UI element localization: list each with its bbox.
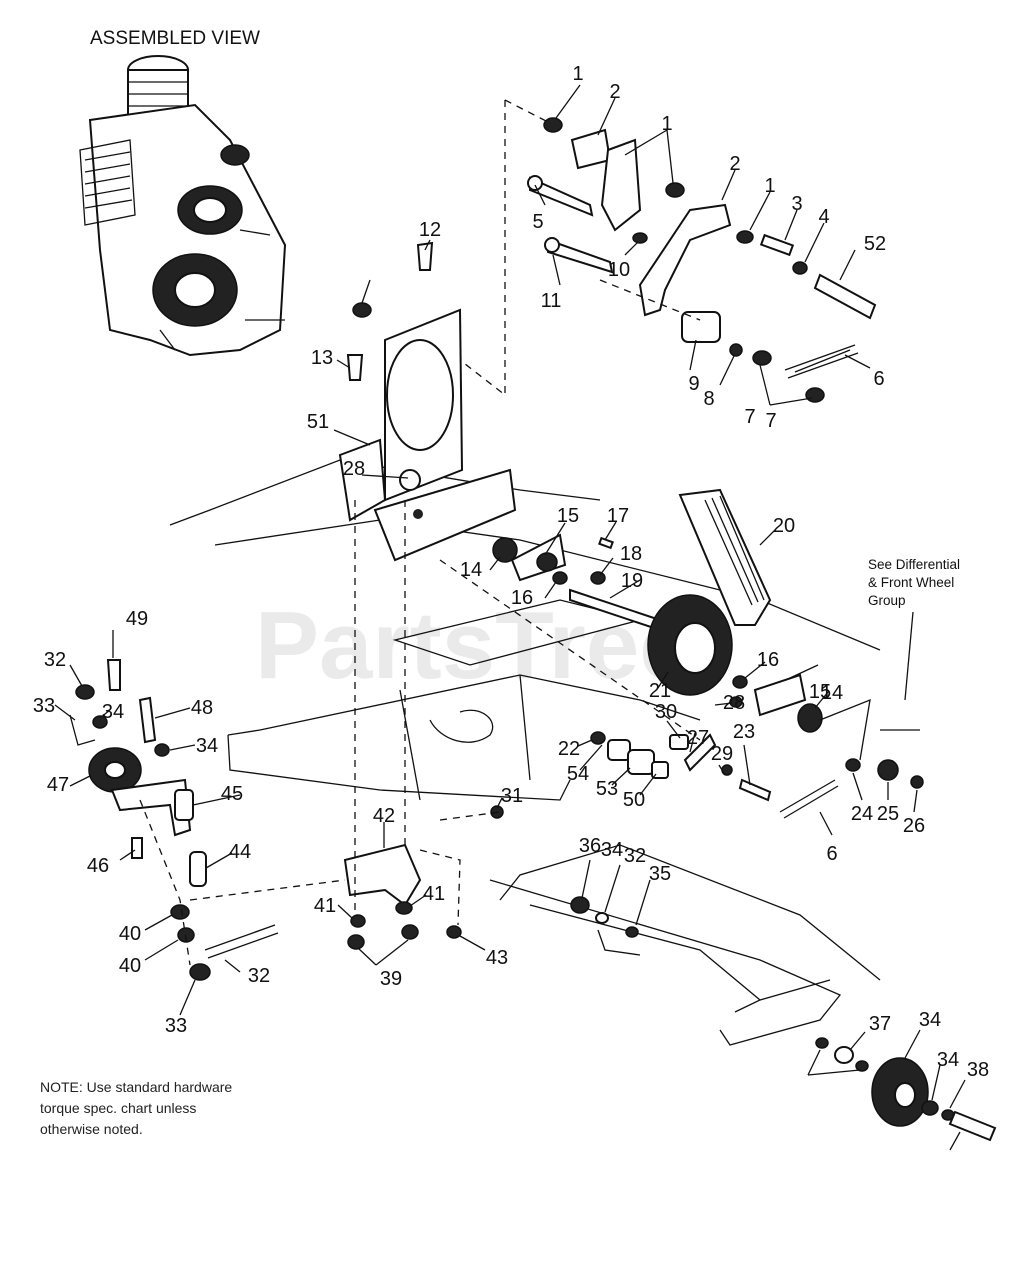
callout-label: 16 [757, 649, 779, 671]
callout-label: 50 [623, 789, 645, 811]
callout-label: 43 [486, 947, 508, 969]
callout-label: 40 [119, 923, 141, 945]
callout-label: 42 [373, 805, 395, 827]
callout-label: 20 [773, 515, 795, 537]
callout-label: 34 [937, 1049, 959, 1071]
callout-label: 14 [460, 559, 482, 581]
chassis-frame [169, 459, 881, 1046]
callout-label: 37 [869, 1013, 891, 1035]
callout-label: 32 [44, 649, 66, 671]
callout-label: 15 [809, 681, 831, 703]
callout-label: 16 [511, 587, 533, 609]
callout-label: 51 [307, 411, 329, 433]
callout-label: 23 [733, 721, 755, 743]
callout-label: 31 [501, 785, 523, 807]
callout-label: 12 [419, 219, 441, 241]
callout-label: 30 [655, 701, 677, 723]
alignment-lines [139, 99, 701, 966]
assembled-engine-illustration [79, 55, 287, 357]
note-line: otherwise noted. [40, 1121, 143, 1137]
note-line: torque spec. chart unless [40, 1100, 197, 1116]
callout-label: 47 [47, 774, 69, 796]
callout-label: 44 [229, 841, 251, 863]
callout-label: 14 [821, 682, 843, 704]
callout-label: 32 [248, 965, 270, 987]
torque-note: NOTE: Use standard hardware torque spec.… [40, 1077, 280, 1140]
callout-label: 7 [765, 410, 776, 432]
callout-label: 33 [33, 695, 55, 717]
callout-label: 7 [744, 406, 755, 428]
callout-label: 25 [877, 803, 899, 825]
assembled-view-title: ASSEMBLED VIEW [90, 28, 260, 49]
callout-label: 18 [620, 543, 642, 565]
callout-label: 27 [687, 727, 709, 749]
callout-label: 35 [649, 863, 671, 885]
callout-label: 34 [919, 1009, 941, 1031]
callout-label: 5 [532, 211, 543, 233]
callout-label: 9 [688, 373, 699, 395]
idler-arm-assembly [527, 117, 877, 403]
callout-label: 34 [601, 839, 623, 861]
callout-label: 41 [314, 895, 336, 917]
lower-idler-pulley [570, 896, 997, 1142]
callout-label: 15 [557, 505, 579, 527]
callout-label: 8 [703, 388, 714, 410]
callout-label: 1 [764, 175, 775, 197]
reference-line: See Differential [868, 557, 961, 572]
callout-label: 49 [126, 608, 148, 630]
callout-label: 46 [87, 855, 109, 877]
bracket-42 [343, 843, 462, 950]
callout-label: 6 [826, 843, 837, 865]
callout-label: 45 [221, 783, 243, 805]
callout-label: 6 [873, 368, 884, 390]
callout-label: 52 [864, 233, 886, 255]
reference-line: & Front Wheel [868, 575, 955, 590]
callout-label: 39 [380, 968, 402, 990]
callout-label: 41 [423, 883, 445, 905]
callout-label: 10 [608, 259, 630, 281]
drive-pulley-group [346, 241, 924, 819]
callout-label: 13 [311, 347, 333, 369]
callout-label: 11 [541, 290, 562, 312]
callout-label: 29 [711, 743, 733, 765]
callout-label: 2 [729, 153, 740, 175]
callout-label: 28 [723, 692, 745, 714]
callout-label: 53 [596, 778, 618, 800]
callout-label: 36 [579, 835, 601, 857]
callout-label: 48 [191, 697, 213, 719]
callout-label: 1 [661, 113, 672, 135]
callout-label: 38 [967, 1059, 989, 1081]
callout-label: 33 [165, 1015, 187, 1037]
left-idler-group [69, 659, 279, 981]
callout-label: 4 [818, 206, 829, 228]
callout-label: 3 [791, 193, 802, 215]
callout-label: 17 [607, 505, 629, 527]
callout-label: 40 [119, 955, 141, 977]
leader-lines [54, 84, 966, 1151]
callout-label: 28 [343, 458, 365, 480]
callout-label: 19 [621, 570, 643, 592]
callout-label: 26 [903, 815, 925, 837]
callout-label: 34 [196, 735, 218, 757]
callout-label: 22 [558, 738, 580, 760]
callout-label: 34 [102, 701, 124, 723]
callout-label: 2 [609, 81, 620, 103]
reference-line: Group [868, 593, 906, 608]
callout-label: 54 [567, 763, 589, 785]
callout-label: 32 [624, 845, 646, 867]
mounting-bracket-51 [338, 308, 517, 562]
callout-label: 24 [851, 803, 873, 825]
callout-label: 21 [649, 680, 671, 702]
reference-note: See Differential & Front Wheel Group [868, 556, 998, 610]
callout-label: 1 [572, 63, 583, 85]
note-line: NOTE: Use standard hardware [40, 1079, 233, 1095]
